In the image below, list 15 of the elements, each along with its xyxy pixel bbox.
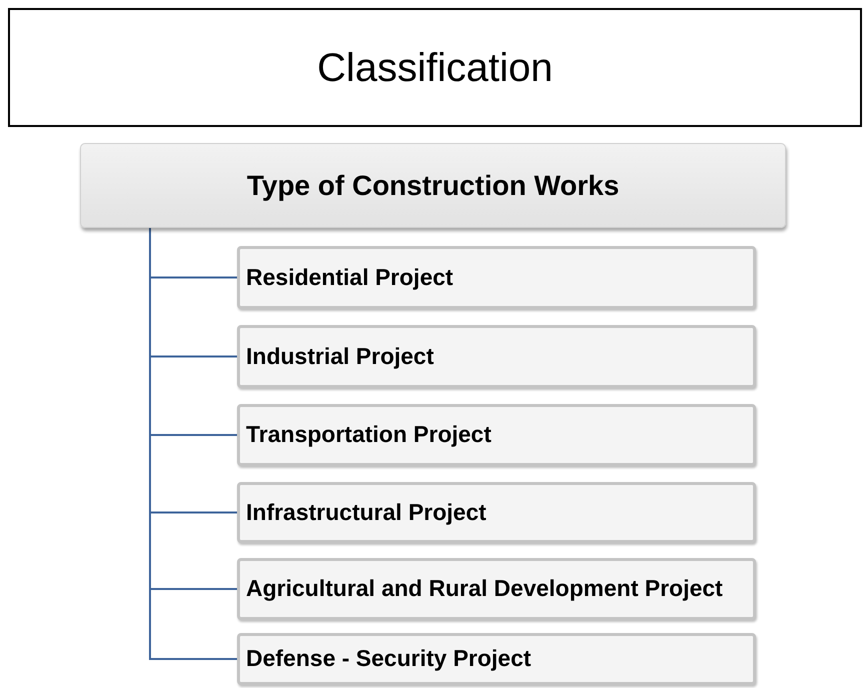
project-label: Agricultural and Rural Development Project	[246, 576, 724, 602]
project-box	[237, 246, 756, 309]
project-box	[237, 558, 756, 620]
project-box	[237, 633, 756, 685]
project-label: Infrastructural Project	[246, 500, 488, 526]
project-label: Industrial Project	[246, 344, 435, 370]
project-box	[237, 482, 756, 543]
category-box	[80, 143, 786, 228]
project-box	[237, 325, 756, 388]
project-label: Transportation Project	[246, 422, 492, 448]
category-title: Type of Construction Works	[246, 168, 620, 203]
project-label: Residential Project	[246, 264, 454, 290]
project-box	[237, 404, 756, 466]
title-box: Classification	[8, 8, 862, 127]
project-label: Defense - Security Project	[246, 646, 532, 672]
